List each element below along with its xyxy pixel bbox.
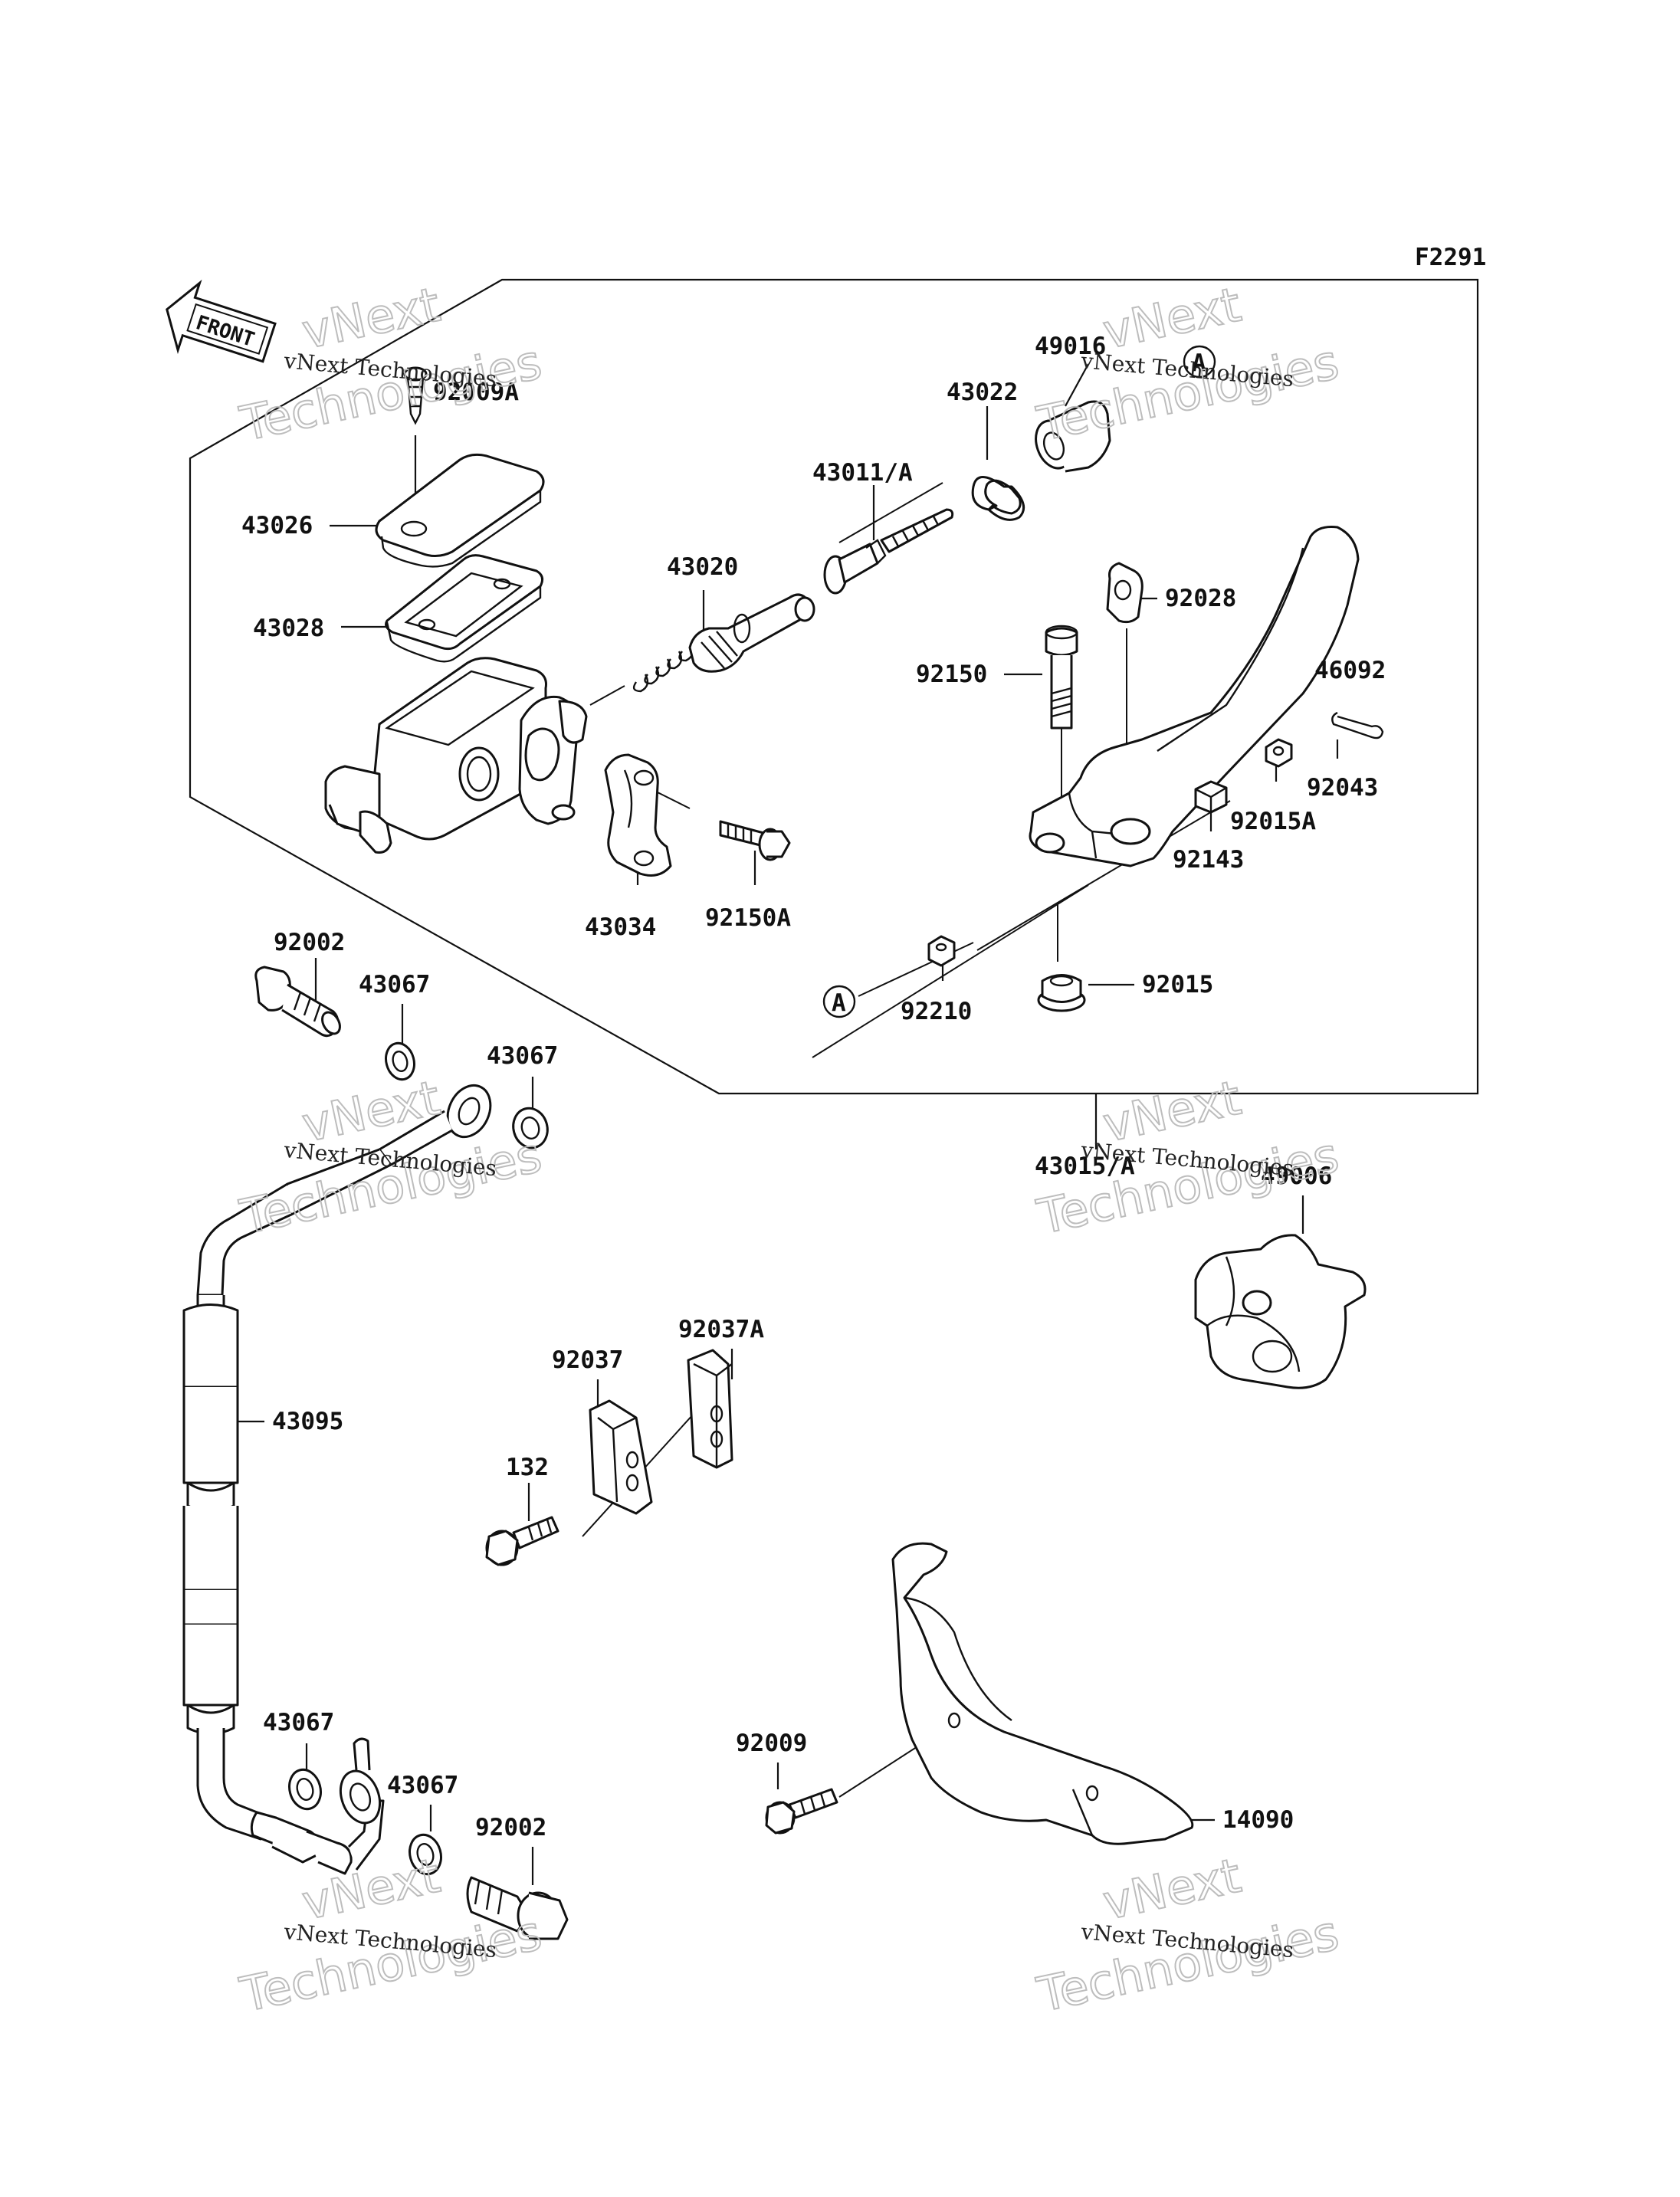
circlip-43022-part (971, 476, 1025, 521)
label-92009A: 92009A (433, 379, 519, 406)
dust-boot-49016-part (1035, 400, 1111, 473)
label-43067-2: 43067 (487, 1042, 558, 1070)
watermark-bottom-right: vNext Technologies vNext Technologies (1032, 1847, 1344, 2024)
watermark-top-right: vNext Technologies vNext Technologies (1032, 276, 1344, 453)
svg-text:Technologies: Technologies (1032, 1904, 1344, 2022)
adjuster-block-92143-part (1194, 780, 1228, 814)
label-92002-bottom: 92002 (475, 1814, 546, 1841)
svg-text:vNext: vNext (1098, 1848, 1245, 1931)
label-92037A: 92037A (678, 1316, 764, 1343)
watermark-top-left: vNext Technologies vNext Technologies (235, 276, 547, 453)
svg-text:A: A (832, 989, 846, 1017)
bolt-132-part (485, 1516, 559, 1566)
front-arrow-icon: FRONT (166, 279, 277, 363)
label-43067-4: 43067 (387, 1772, 458, 1799)
label-49016: 49016 (1035, 333, 1106, 360)
washer-43067-3-part (288, 1768, 322, 1811)
assembly-boundary (189, 278, 1479, 1095)
bolt-92150A-part (719, 820, 791, 861)
brake-lever-46092-part (1029, 526, 1360, 867)
svg-text:vNext: vNext (1098, 277, 1245, 360)
clamp-92037-part (589, 1399, 653, 1515)
label-92002-top: 92002 (274, 929, 345, 956)
diaphragm-43028-part (385, 554, 544, 663)
label-43015A: 43015/A (1035, 1153, 1135, 1180)
label-43026: 43026 (241, 512, 313, 539)
cotter-pin-92043-part (1331, 711, 1384, 739)
label-46092: 46092 (1314, 657, 1386, 684)
reference-marker-a-top: A (1183, 345, 1216, 379)
label-43067-3: 43067 (263, 1709, 334, 1736)
banjo-bolt-92002-top-part (254, 966, 341, 1038)
label-92015A: 92015A (1230, 808, 1316, 835)
washer-43067-4-part (409, 1833, 442, 1876)
figure-code: F2291 (1415, 244, 1486, 271)
svg-text:Technologies: Technologies (235, 1904, 546, 2022)
push-rod-43011A-part (823, 508, 954, 595)
label-92009: 92009 (736, 1730, 807, 1757)
nut-92015A-part (1265, 738, 1293, 768)
label-43020: 43020 (667, 553, 738, 581)
handlebar-clamp-49006-part (1194, 1234, 1367, 1389)
label-14090: 14090 (1222, 1806, 1294, 1834)
label-49006: 49006 (1261, 1162, 1332, 1190)
svg-text:Technologies: Technologies (235, 333, 546, 451)
svg-text:A: A (1192, 349, 1206, 377)
pivot-bolt-92150-part (1045, 625, 1078, 730)
label-43028: 43028 (253, 615, 324, 642)
watermark-bottom-left: vNext Technologies vNext Technologies (235, 1847, 547, 2024)
label-92143: 92143 (1173, 846, 1244, 874)
watermark-mid-left: vNext Technologies vNext Technologies (235, 1069, 547, 1246)
svg-text:vNext: vNext (297, 277, 445, 360)
label-92150A: 92150A (705, 904, 791, 932)
label-92037: 92037 (552, 1346, 623, 1374)
screw-92009A-part (403, 366, 428, 425)
brake-hose-43095-part (182, 1084, 492, 1875)
label-92150: 92150 (916, 661, 987, 688)
screw-92009-part (765, 1788, 838, 1835)
clamp-43034-part (604, 753, 672, 877)
label-92210: 92210 (901, 998, 972, 1025)
label-43011A: 43011/A (812, 459, 913, 487)
label-43067-1: 43067 (359, 971, 430, 998)
nut-92210-part (927, 935, 956, 967)
reservoir-cap-43026-part (375, 453, 545, 568)
label-92043: 92043 (1307, 774, 1378, 802)
flange-nut-92015-part (1037, 974, 1086, 1012)
label-43095: 43095 (272, 1408, 343, 1435)
cover-14090-part (891, 1542, 1194, 1845)
label-43022: 43022 (947, 379, 1018, 406)
banjo-bolt-92002-bottom-part (466, 1876, 569, 1940)
label-92028: 92028 (1165, 585, 1236, 612)
label-132: 132 (506, 1454, 549, 1481)
clamp-92037A-part (687, 1349, 733, 1469)
part-labels: 92009A 43026 43028 43020 43011/A 43022 4… (241, 333, 1386, 1841)
master-cylinder-body-part (324, 657, 588, 854)
washer-43067-1-part (385, 1041, 415, 1081)
label-43034: 43034 (585, 913, 656, 941)
piston-spring-43020-part (632, 593, 815, 693)
label-92015: 92015 (1142, 971, 1213, 998)
collar-92028-part (1106, 562, 1144, 624)
svg-text:Technologies: Technologies (1032, 1126, 1344, 1244)
reference-marker-a-bottom: A (822, 985, 856, 1018)
washer-43067-2-part (512, 1107, 549, 1149)
